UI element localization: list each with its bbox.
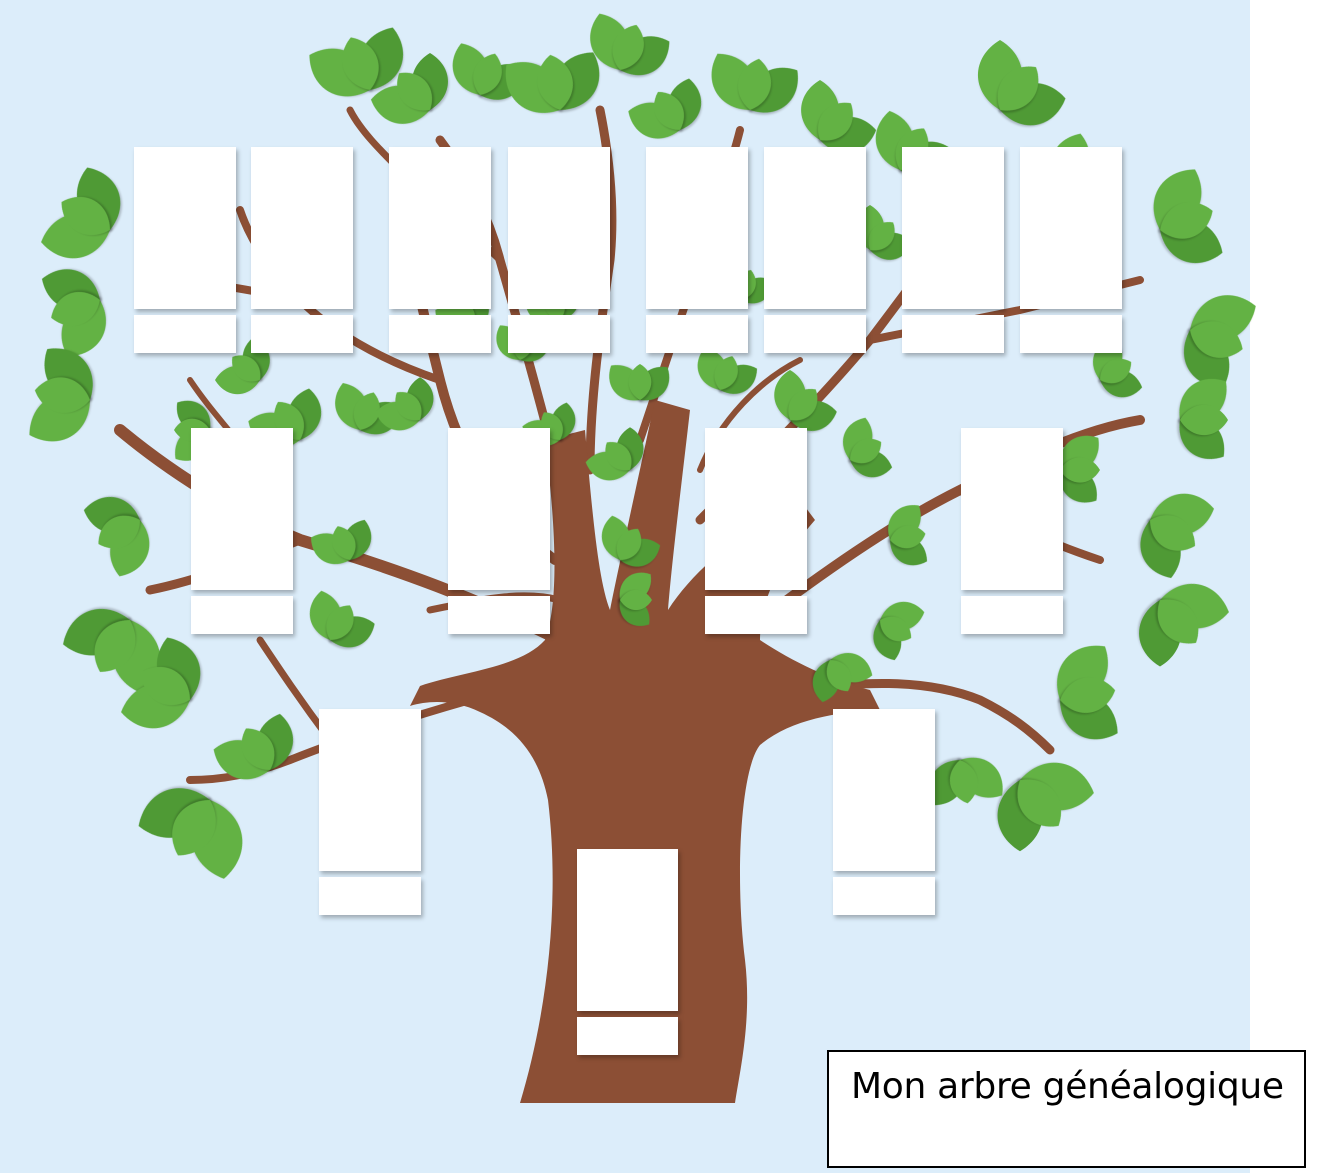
leaf-icon: [342, 37, 379, 90]
name-slot: [1020, 315, 1122, 353]
leaf-icon: [880, 616, 912, 642]
name-slot: [577, 1017, 678, 1055]
leaf-icon: [628, 364, 652, 400]
leaf-icon: [1180, 405, 1228, 435]
title-box: Mon arbre généalogique: [827, 1050, 1306, 1168]
leaf-icon: [1190, 321, 1243, 358]
name-slot: [833, 877, 935, 915]
leaf-icon: [395, 392, 422, 421]
leaf-icon: [232, 355, 261, 382]
portrait-frame: [389, 147, 491, 353]
leaf-icon: [620, 589, 652, 611]
leaf-icon: [537, 54, 573, 110]
portrait-frame: [902, 147, 1004, 353]
tree-leaves: [29, 13, 1256, 879]
leaf-icon: [1150, 515, 1196, 551]
leaf-icon: [397, 72, 432, 111]
leaf-icon: [714, 356, 738, 390]
portrait-frame: [508, 147, 610, 353]
leaf-icon: [141, 666, 190, 706]
leaf-icon: [1100, 358, 1132, 384]
tree-title: Mon arbre généalogique: [851, 1066, 1284, 1107]
portrait-frame: [764, 147, 866, 353]
name-slot: [134, 315, 236, 353]
leaf-icon: [61, 196, 110, 236]
photo-slot: [319, 709, 421, 871]
leaf-icon: [612, 24, 644, 70]
leaf-icon: [1017, 779, 1062, 827]
leaf-icon: [34, 377, 90, 413]
leaf-icon: [826, 660, 852, 692]
portrait-frame: [577, 849, 678, 1055]
photo-slot: [389, 147, 491, 309]
leaf-icon: [241, 728, 275, 770]
photo-slot: [764, 147, 866, 309]
leaf-icon: [738, 58, 772, 110]
leaf-icon: [868, 222, 895, 251]
photo-slot: [508, 147, 610, 309]
portrait-frame: [251, 147, 353, 353]
leaf-icon: [788, 389, 818, 421]
photo-slot: [902, 147, 1004, 309]
photo-slot: [251, 147, 353, 309]
leaf-icon: [51, 291, 100, 326]
name-slot: [646, 315, 748, 353]
portrait-frame: [191, 428, 293, 634]
photo-slot: [577, 849, 678, 1011]
leaf-icon: [326, 605, 354, 640]
name-slot: [764, 315, 866, 353]
photo-slot: [448, 428, 550, 590]
leaf-icon: [1160, 202, 1213, 239]
portrait-frame: [134, 147, 236, 353]
portrait-frame: [1020, 147, 1122, 353]
leaf-icon: [1060, 457, 1100, 483]
photo-slot: [961, 428, 1063, 590]
leaf-icon: [98, 515, 140, 549]
leaf-icon: [353, 392, 380, 430]
leaf-icon: [332, 526, 356, 560]
leaf-icon: [1157, 599, 1199, 644]
photo-slot: [191, 428, 293, 590]
leaf-icon: [949, 760, 978, 804]
name-slot: [319, 877, 421, 915]
portrait-frame: [319, 709, 421, 915]
photo-slot: [705, 428, 807, 590]
portrait-frame: [705, 428, 807, 634]
name-slot: [191, 596, 293, 634]
leaf-icon: [850, 438, 882, 464]
leaf-icon: [654, 91, 684, 130]
name-slot: [389, 315, 491, 353]
portrait-frame: [961, 428, 1063, 634]
leaf-icon: [818, 102, 853, 141]
portrait-frames: [134, 147, 1122, 1055]
photo-slot: [134, 147, 236, 309]
photo-slot: [1020, 147, 1122, 309]
name-slot: [705, 596, 807, 634]
name-slot: [448, 596, 550, 634]
leaf-icon: [473, 53, 502, 95]
leaf-icon: [616, 528, 642, 560]
leaf-icon: [172, 800, 216, 856]
leaf-icon: [997, 66, 1039, 111]
photo-slot: [833, 709, 935, 871]
leaf-icon: [605, 442, 632, 471]
portrait-frame: [448, 428, 550, 634]
name-slot: [902, 315, 1004, 353]
name-slot: [961, 596, 1063, 634]
name-slot: [508, 315, 610, 353]
leaf-icon: [1060, 677, 1116, 713]
leaf-icon: [890, 525, 926, 549]
portrait-frame: [646, 147, 748, 353]
leaf-icon: [94, 620, 136, 672]
photo-slot: [646, 147, 748, 309]
portrait-frame: [833, 709, 935, 915]
name-slot: [251, 315, 353, 353]
tree-branch: [795, 678, 1055, 755]
